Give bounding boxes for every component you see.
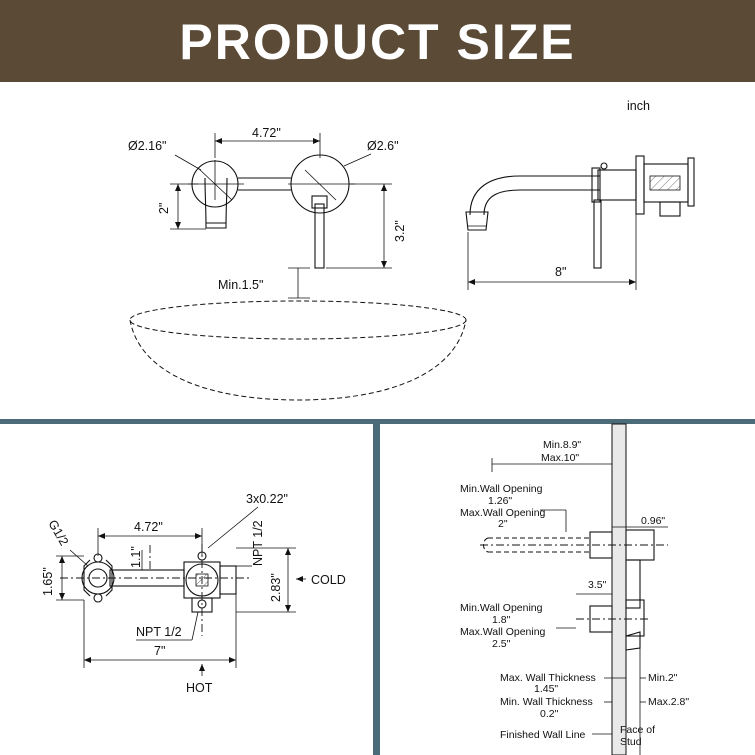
wall-finish xyxy=(611,423,627,755)
spout-opening-min-value: 1.26" xyxy=(488,495,512,507)
valve-opening-min-value: 1.8" xyxy=(492,614,511,626)
min-depth-label: Min.8.9" xyxy=(543,439,581,451)
set-screw xyxy=(600,162,608,170)
spout-opening-max-value: 2" xyxy=(498,518,508,530)
leader-line xyxy=(69,549,89,567)
leader-line xyxy=(343,153,372,167)
dim-arrows xyxy=(285,548,291,612)
vertical-divider xyxy=(373,424,380,755)
valve-bracket xyxy=(625,631,641,651)
title-banner: PRODUCT SIZE xyxy=(0,0,755,82)
hot-arrow xyxy=(199,664,205,671)
center-line xyxy=(197,167,233,201)
cold-outlet xyxy=(219,565,237,595)
rough-cap xyxy=(687,157,695,207)
spout-lower-edge xyxy=(483,189,600,216)
total-length-label: 7" xyxy=(154,644,165,658)
wall-flange xyxy=(635,155,645,215)
body-height-label: 1.65" xyxy=(41,567,55,596)
horizontal-divider xyxy=(0,419,755,424)
lower-inlet xyxy=(659,201,681,217)
valve-opening-max-value: 2.5" xyxy=(492,638,511,650)
spout-length-label: 8" xyxy=(555,265,566,279)
cold-label: COLD xyxy=(311,573,346,587)
stud-max-label: Max.2.8" xyxy=(648,696,689,708)
spout-opening-max-label: Max.Wall Opening xyxy=(460,507,546,519)
max-wall-thickness-label: Max. Wall Thickness xyxy=(500,672,596,684)
face-of-stud-label-1: Face of xyxy=(620,724,655,736)
stud-min-label: Min.2" xyxy=(648,672,678,684)
panel-dividers xyxy=(0,419,755,755)
page-title: PRODUCT SIZE xyxy=(179,14,576,70)
center-line xyxy=(304,169,337,201)
mount-hole xyxy=(93,593,103,603)
hot-label: HOT xyxy=(186,681,213,695)
handle-cap xyxy=(311,195,328,209)
basin-rim xyxy=(129,300,467,340)
leader-line xyxy=(191,611,199,641)
handle-diameter-label: Ø2.6" xyxy=(367,139,399,153)
leader-line xyxy=(174,154,202,171)
leader-line xyxy=(207,506,259,549)
riser-pipe xyxy=(625,559,641,609)
spout-opening-min-label: Min.Wall Opening xyxy=(460,483,543,495)
spout-upper-edge xyxy=(469,175,600,216)
wall-section-view: Min.8.9" Max.10" Min.Wall Opening 1.26" … xyxy=(460,423,689,755)
valve-opening-max-label: Max.Wall Opening xyxy=(460,626,546,638)
min-wall-thickness-label: Min. Wall Thickness xyxy=(500,696,593,708)
max-wall-thickness-value: 1.45" xyxy=(534,683,558,695)
max-depth-label: Max.10" xyxy=(541,452,579,464)
side-handle-lever xyxy=(593,199,602,269)
handle-length-label: 3.2" xyxy=(393,220,407,242)
center-distance-label: 4.72" xyxy=(252,126,281,140)
face-of-stud-label-2: Stud xyxy=(620,736,642,748)
cold-arrow xyxy=(296,576,303,582)
min-wall-thickness-value: 0.2" xyxy=(540,708,559,720)
flange-depth-label: 0.96" xyxy=(641,515,665,527)
valve-spacing-label: 3.5" xyxy=(588,579,607,591)
mount-hole xyxy=(93,553,103,563)
rough-in-top-view: 3x0.22" G1/2 4.72" xyxy=(41,492,346,695)
center-distance-label: 4.72" xyxy=(134,520,163,534)
unit-label: inch xyxy=(627,99,650,113)
inlet-top-label: NPT 1/2 xyxy=(251,520,265,566)
spout-diameter-label: Ø2.16" xyxy=(128,139,167,153)
offset-label: 1.1" xyxy=(129,546,143,568)
spout-outlet xyxy=(465,211,489,231)
valve-core xyxy=(649,175,681,191)
min-clearance-label: Min.1.5" xyxy=(218,278,263,292)
inlet-bottom-label: NPT 1/2 xyxy=(136,625,182,639)
side-view: 8" xyxy=(465,155,695,290)
valve-collar xyxy=(591,167,601,203)
basin-bowl xyxy=(129,319,467,401)
valve-body xyxy=(597,169,637,201)
front-view: 4.72" Ø2.16" Ø2.6" xyxy=(128,126,467,401)
inlet-left-label: G1/2 xyxy=(45,518,71,549)
hole-size-label: 3x0.22" xyxy=(246,492,288,506)
valve-opening-min-label: Min.Wall Opening xyxy=(460,602,543,614)
spout-height-label: 2" xyxy=(157,203,171,214)
finished-wall-line-label: Finished Wall Line xyxy=(500,729,586,741)
spout-body xyxy=(204,177,228,229)
valve-rough xyxy=(625,599,645,637)
outlet-height-label: 2.83" xyxy=(269,573,283,602)
handle-lever xyxy=(314,203,325,269)
